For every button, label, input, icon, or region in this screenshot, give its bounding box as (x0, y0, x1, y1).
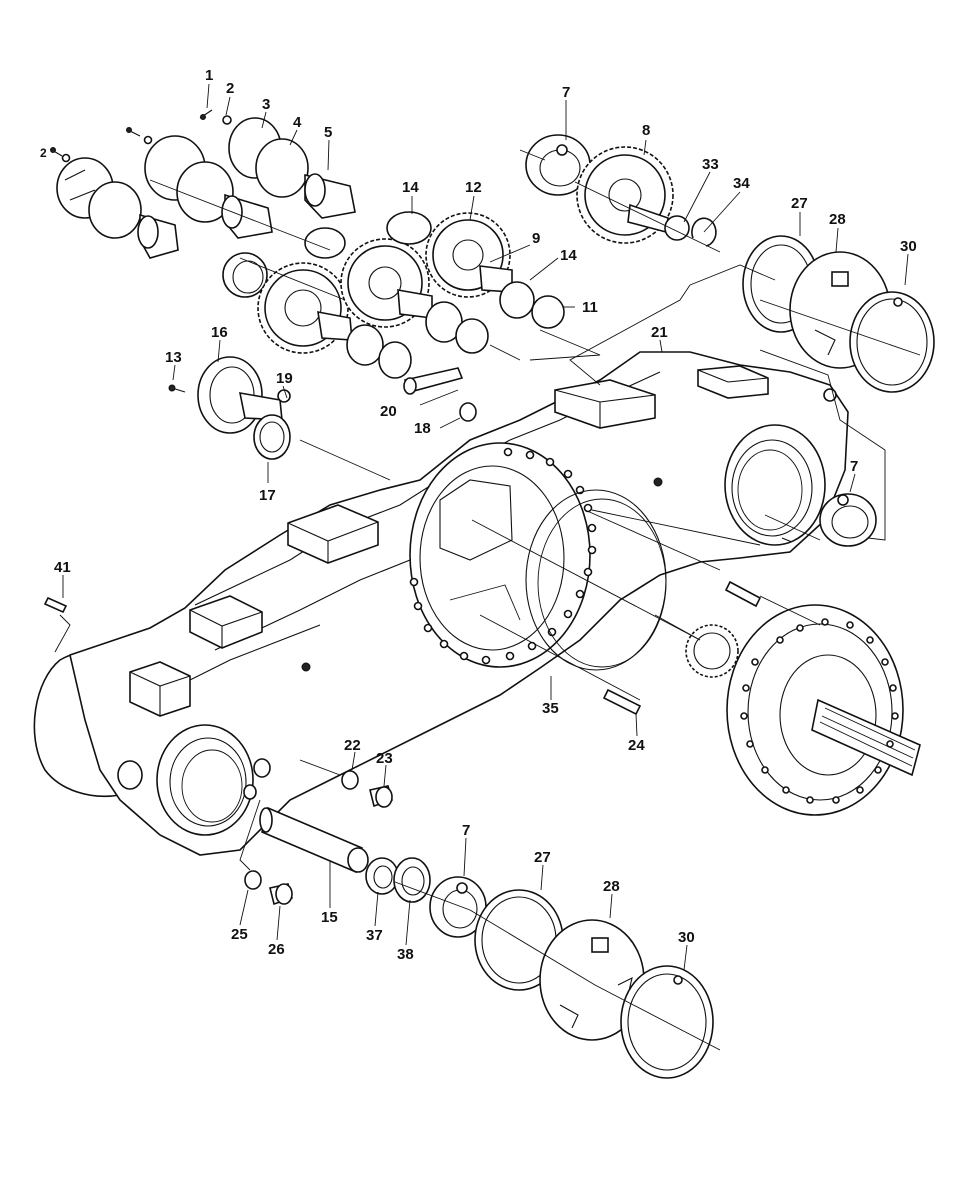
output-flange-assembly (525, 489, 921, 816)
cover-rings-upper (742, 235, 935, 393)
callout-37: 37 (366, 927, 383, 944)
pin-41 (43, 596, 68, 614)
callout-2: 2 (226, 80, 234, 97)
callout-2-left: 2 (40, 146, 47, 160)
callout-13: 13 (165, 349, 182, 366)
gear-train (257, 211, 565, 422)
callout-23: 23 (376, 750, 393, 767)
callout-16: 16 (211, 324, 228, 341)
callout-28-top: 28 (829, 211, 846, 228)
callout-14-right: 14 (560, 247, 577, 264)
callout-5: 5 (324, 124, 332, 141)
gear-and-bearing-upper-right (525, 134, 717, 247)
callout-3: 3 (262, 96, 270, 113)
callout-26: 26 (268, 941, 285, 958)
callout-35: 35 (542, 700, 559, 717)
callout-38: 38 (397, 946, 414, 963)
output-flange-holes (740, 618, 899, 804)
callout-15: 15 (321, 909, 338, 926)
callout-21: 21 (651, 324, 668, 341)
callout-7-lower: 7 (462, 822, 470, 839)
callout-4: 4 (293, 114, 302, 131)
flange-bolt-holes (409, 447, 597, 665)
callout-11: 11 (582, 299, 598, 316)
callout-27-lower: 27 (534, 849, 551, 866)
assembly-guide-lines (54, 149, 921, 1051)
callout-12: 12 (465, 179, 482, 196)
callout-1: 1 (205, 67, 213, 84)
callout-14-top: 14 (402, 179, 419, 196)
pivot-pin-assembly (244, 770, 714, 1079)
callout-17: 17 (259, 487, 276, 504)
callout-7-top: 7 (562, 84, 570, 101)
callout-24: 24 (628, 737, 645, 754)
callout-34: 34 (733, 175, 750, 192)
callout-28-lower: 28 (603, 878, 620, 895)
callout-22: 22 (344, 737, 361, 754)
callout-30-lower: 30 (678, 929, 695, 946)
axle-housing (33, 351, 849, 856)
callout-7-right: 7 (850, 458, 858, 475)
callout-8: 8 (642, 122, 650, 139)
callout-9: 9 (532, 230, 540, 247)
callout-33: 33 (702, 156, 719, 173)
callout-30-top: 30 (900, 238, 917, 255)
callout-labels: 1 2 2 3 4 5 7 8 33 34 14 12 9 14 11 27 2… (40, 67, 917, 963)
callout-20: 20 (380, 403, 397, 420)
callout-18: 18 (414, 420, 431, 437)
carrier-16 (168, 356, 291, 460)
callout-25: 25 (231, 926, 248, 943)
callout-41: 41 (54, 559, 71, 576)
callout-leaders (62, 83, 909, 971)
callout-19: 19 (276, 370, 293, 387)
callout-27-top: 27 (791, 195, 808, 212)
